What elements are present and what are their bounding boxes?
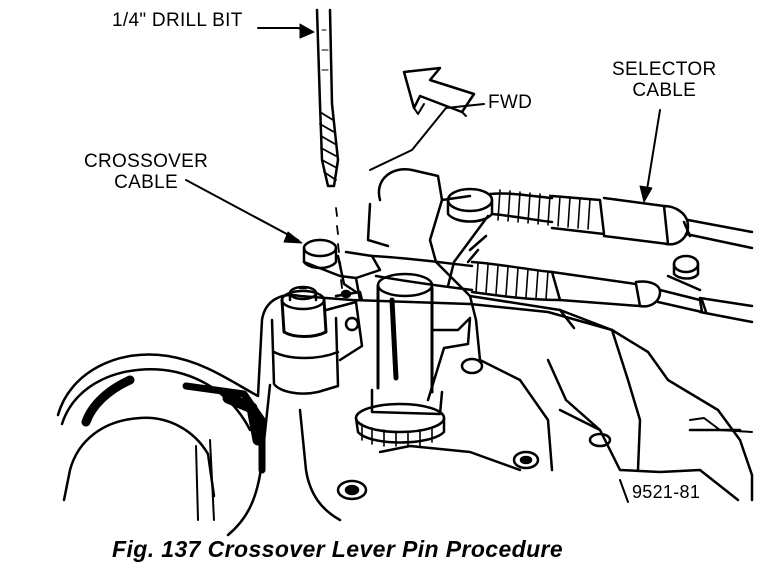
frame-edges: [195, 417, 753, 521]
selector-cable-label-line-1: SELECTOR: [612, 59, 717, 80]
drill-bit: [315, 8, 352, 299]
forward-label: FWD: [488, 92, 533, 113]
selector-shaft: [354, 272, 472, 447]
drill-bit-label: 1/4" DRILL BIT: [112, 10, 243, 31]
housing-bore: [60, 368, 266, 502]
transmission-housing: [56, 168, 754, 537]
bracket-bolt: [270, 285, 364, 395]
selector-cable-label-line-2: CABLE: [632, 80, 697, 101]
crossover-cable-label-line-1: CROSSOVER: [84, 151, 209, 172]
housing-bolt-holes: [336, 357, 612, 501]
selector-cable: [446, 187, 754, 288]
crossover-cable: [344, 250, 754, 324]
forward-arrow: [402, 66, 476, 117]
selector-cable-label: SELECTOR CABLE: [612, 59, 716, 101]
leader-lines: [185, 23, 661, 244]
cable-bracket: [434, 254, 702, 362]
crossover-cable-label: CROSSOVER CABLE: [84, 151, 208, 193]
crossover-cable-label-line-2: CABLE: [114, 172, 178, 193]
figure-caption: Fig. 137 Crossover Lever Pin Procedure: [112, 536, 564, 562]
figure-number: 9521-81: [632, 482, 701, 502]
